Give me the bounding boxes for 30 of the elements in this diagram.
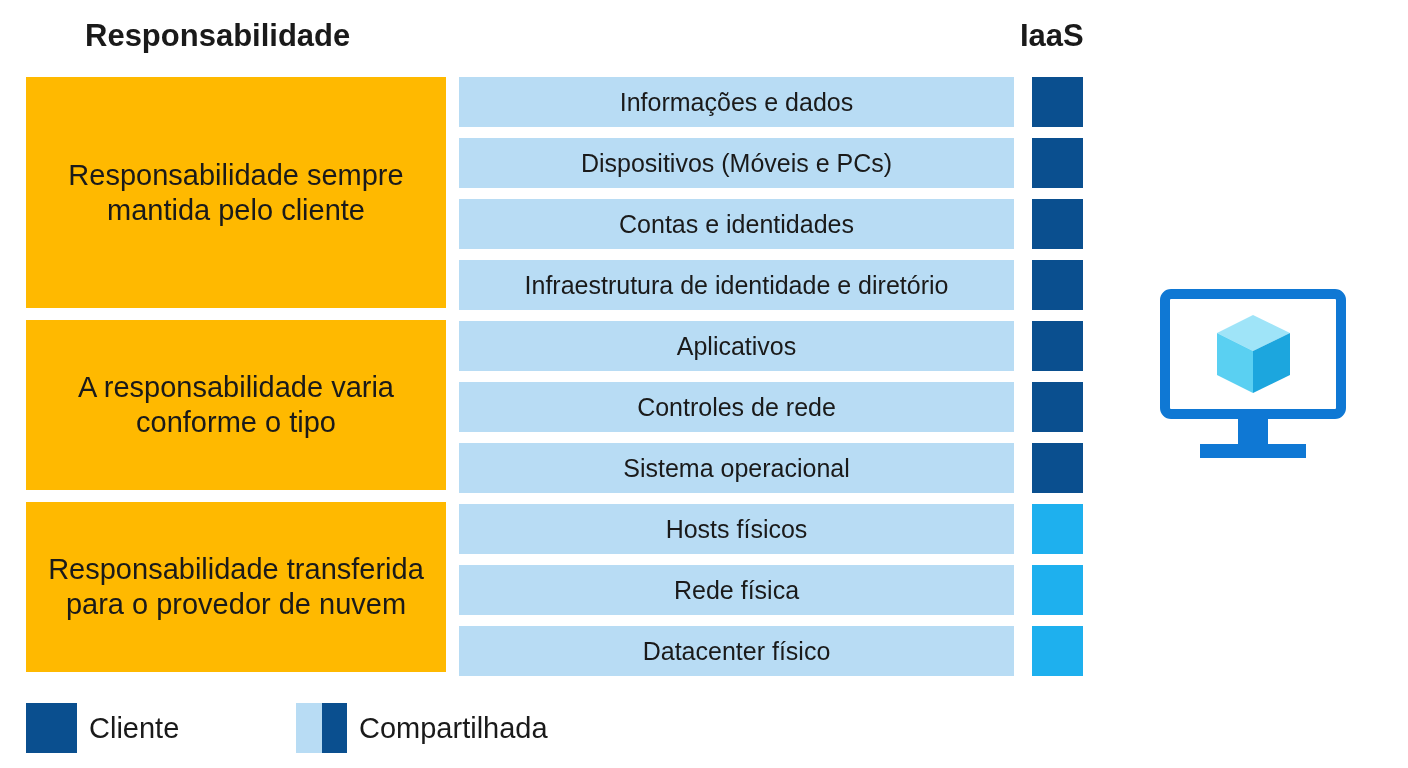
legend-text: Compartilhada <box>359 711 548 745</box>
layer-row <box>459 199 1014 249</box>
node-text: Responsabilidade transferida para o provedor de nuvem <box>47 552 425 622</box>
node-text: Controles de rede <box>637 392 836 422</box>
layer-row <box>459 443 1014 493</box>
layer-row <box>459 138 1014 188</box>
node-text: Aplicativos <box>676 331 797 361</box>
layer-row <box>459 504 1014 554</box>
layer-row <box>459 626 1014 676</box>
node-text: Dispositivos (Móveis e PCs) <box>580 148 893 178</box>
node-text: Hosts físicos <box>665 514 808 544</box>
group-box <box>26 502 446 672</box>
layer-row <box>459 260 1014 310</box>
node-text: Contas e identidades <box>619 209 854 239</box>
column-heading: Responsabilidade <box>85 18 351 54</box>
node-text: A responsabilidade varia conforme o tipo <box>77 370 395 440</box>
layer-row <box>459 382 1014 432</box>
node-text: Sistema operacional <box>623 453 850 483</box>
column-heading: IaaS <box>1020 18 1084 54</box>
layer-row <box>459 565 1014 615</box>
node-text: Responsabilidade sempre mantida pelo cliente <box>67 157 405 228</box>
node-text: Rede física <box>673 575 800 605</box>
node-text: Infraestrutura de identidade e diretório <box>524 270 949 300</box>
layer-row <box>459 77 1014 127</box>
group-box <box>26 77 446 308</box>
layer-row <box>459 321 1014 371</box>
node-text: Informações e dados <box>619 87 854 117</box>
group-box <box>26 320 446 490</box>
legend-text: Cliente <box>89 711 180 745</box>
node-text: Datacenter físico <box>642 636 831 666</box>
